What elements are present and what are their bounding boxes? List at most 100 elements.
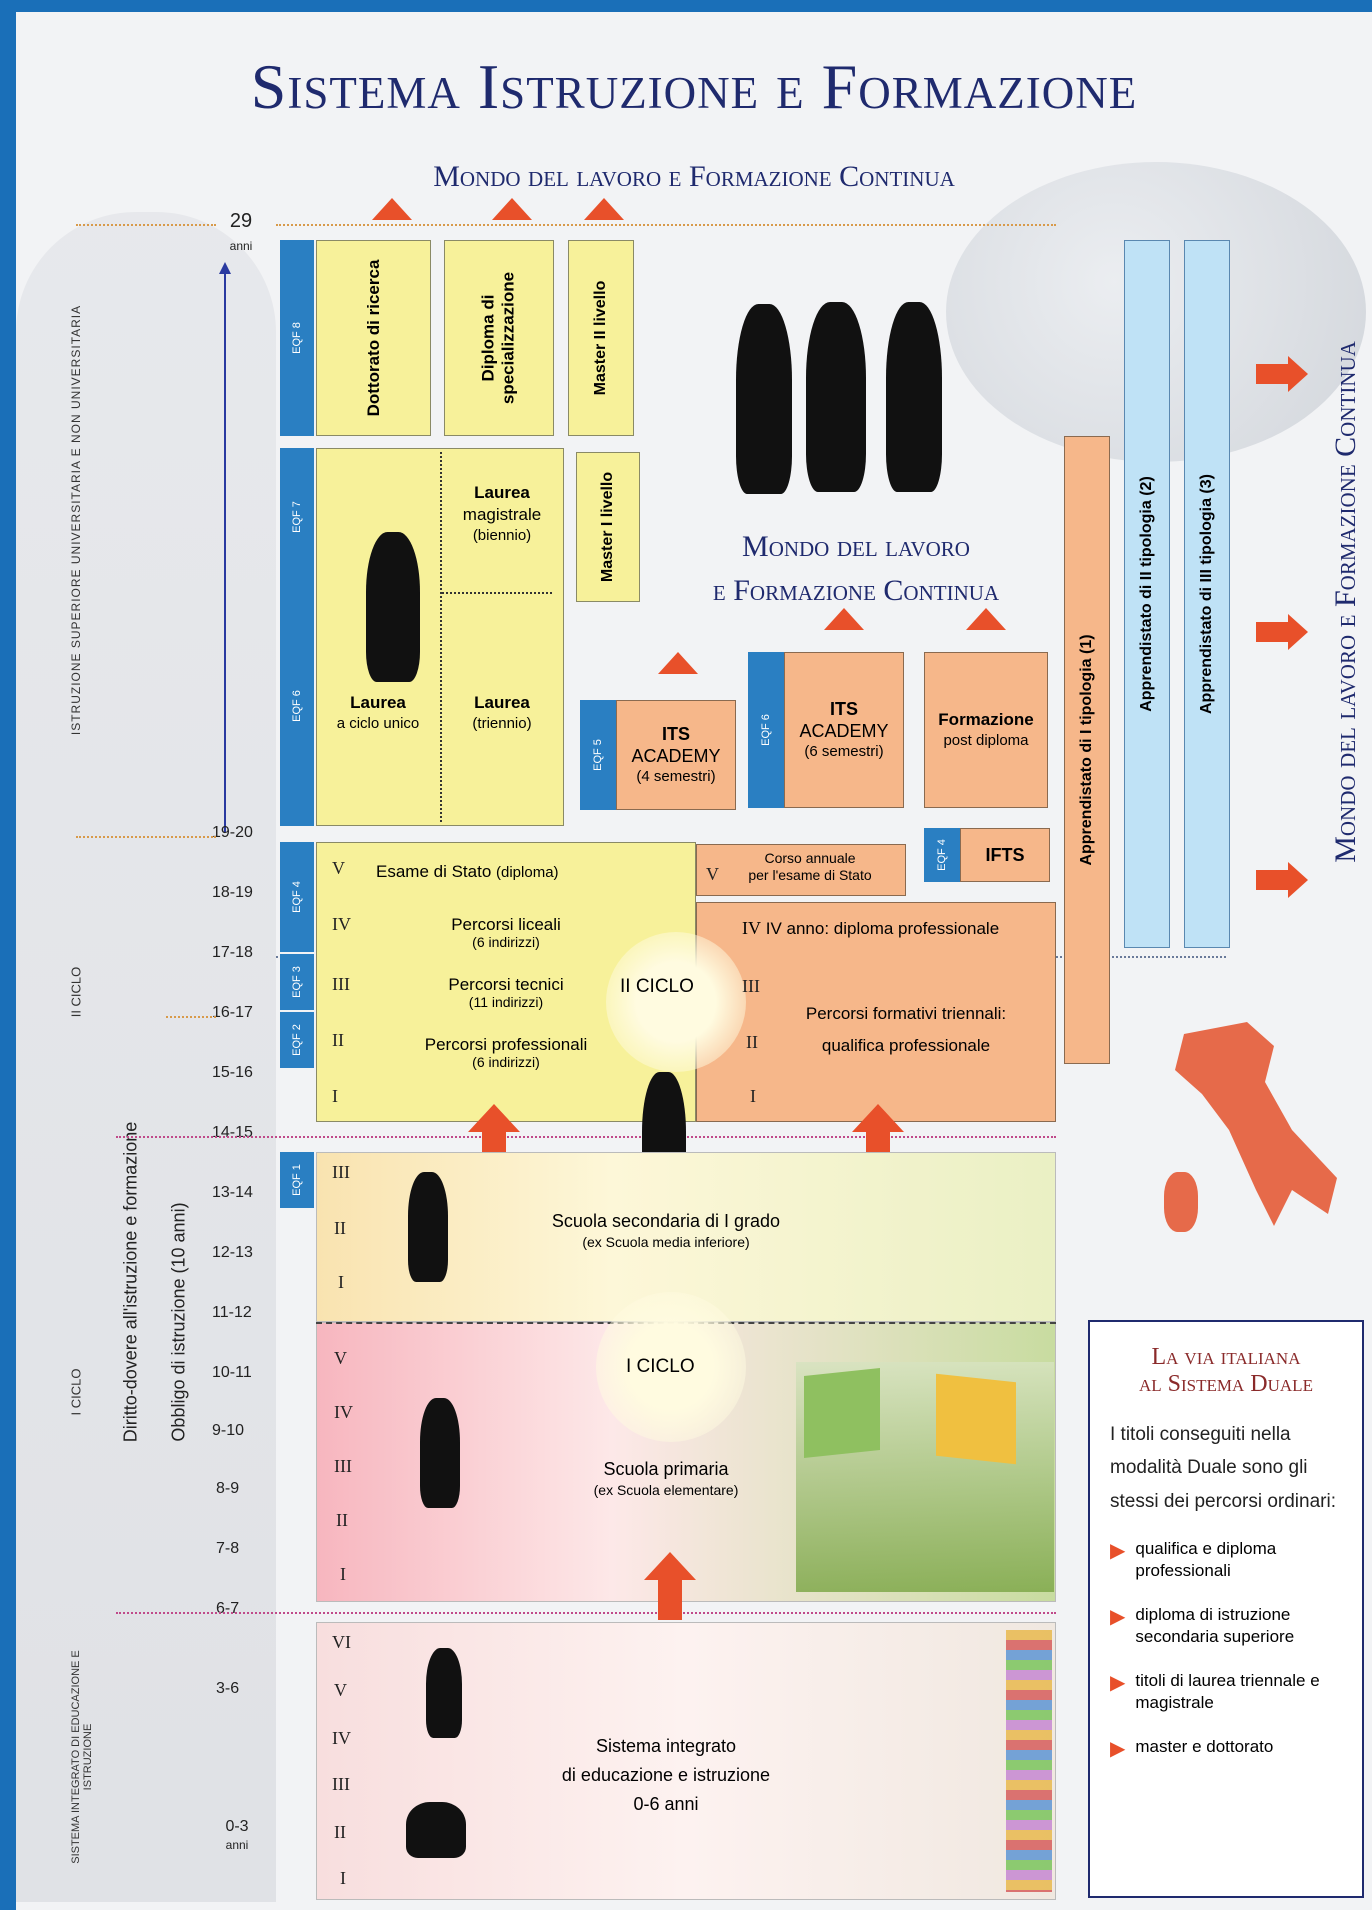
right-arrow-2 — [1256, 622, 1290, 642]
eqf-5-tab: EQF 5 — [580, 700, 616, 810]
label-superiore: ISTRUZIONE SUPERIORE UNIVERSITARIA E NON… — [69, 304, 83, 736]
bullet-arrow-icon: ▶ — [1110, 1738, 1126, 1761]
eqf-4-tab: EQF 4 — [280, 842, 314, 952]
apprendistato-ii-tipologia: Apprendistato di II tipologia (2) — [1124, 240, 1170, 948]
ii-ciclo-orange-box — [696, 902, 1056, 1122]
master-ii-livello-box: Master II livello — [568, 240, 634, 436]
i-ciclo-glow — [596, 1292, 746, 1442]
age-13-14: 13-14 — [212, 1184, 253, 1201]
label-obbligo: Obbligo di istruzione (10 anni) — [168, 1202, 189, 1442]
up-arrow-primaria-stem — [658, 1578, 682, 1620]
apprendistato-iii-tipologia: Apprendistato di III tipologia (3) — [1184, 240, 1230, 948]
eqf-6b-tab: EQF 6 — [748, 652, 784, 808]
apprendistato-i-tipologia: Apprendistato di I tipologia (1) — [1064, 436, 1110, 1064]
percorsi-triennali-label: Percorsi formativi triennali: qualifica … — [805, 1004, 1007, 1056]
corso-annuale-box — [696, 844, 906, 896]
guide-line-29-right — [276, 224, 1056, 226]
roman-ii-tri: II — [746, 1032, 758, 1052]
guide-line-6-7 — [116, 1612, 1056, 1614]
age-12-13: 12-13 — [212, 1244, 253, 1261]
age-11-12: 11-12 — [212, 1304, 252, 1321]
primaria-label: Scuola primaria (ex Scuola elementare) — [593, 1459, 739, 1499]
bullet-arrow-icon: ▶ — [1110, 1539, 1126, 1562]
guide-line-29 — [76, 224, 216, 226]
right-arrow-2-head — [1288, 614, 1308, 650]
roman-vi-int: VI — [332, 1632, 351, 1652]
roman-v-prim: V — [334, 1348, 347, 1368]
laurea-triennio-label: Laurea (triennio) — [472, 693, 532, 733]
toddler-silhouette — [426, 1648, 462, 1738]
laurea-magistrale-label: Laurea magistrale (biennio) — [462, 483, 542, 545]
up-arrow-dottorato — [372, 198, 412, 220]
colored-pencils — [1006, 1630, 1052, 1892]
roman-iii-tri: III — [742, 976, 760, 996]
age-9-10: 9-10 — [212, 1422, 245, 1439]
label-i-ciclo: I CICLO — [68, 1368, 84, 1416]
formazione-post-diploma-box: Formazione post diploma — [924, 652, 1048, 808]
age-16-17: 16-17 — [212, 1004, 253, 1021]
bullet-arrow-icon: ▶ — [1110, 1672, 1126, 1695]
label-integrato: SISTEMA INTEGRATO DI EDUCAZIONE E ISTRUZ… — [70, 1650, 94, 1864]
roman-iv-int: IV — [332, 1728, 351, 1748]
roman-i-sec: I — [338, 1272, 344, 1292]
laurea-divider — [440, 452, 442, 822]
note-item-1: ▶qualifica e diploma professionali — [1110, 1538, 1342, 1582]
roman-iii-sec: III — [332, 1162, 350, 1182]
timeline-arrow — [224, 272, 226, 832]
guide-line-19-20 — [76, 836, 216, 838]
background-silhouette-left — [16, 212, 276, 1902]
roman-v-corso: V — [706, 864, 719, 884]
age-8-9: 8-9 — [216, 1480, 240, 1497]
roman-iii-int: III — [332, 1774, 350, 1794]
roman-ii-prim: II — [336, 1510, 348, 1530]
baby-silhouette — [406, 1802, 466, 1858]
yellow-book — [936, 1373, 1016, 1465]
laurea-ciclo-unico-label: Laurea a ciclo unico — [336, 693, 420, 733]
bullet-arrow-icon: ▶ — [1110, 1605, 1126, 1628]
age-15-16: 15-16 — [212, 1064, 253, 1081]
note-title-2: al Sistema Duale — [1139, 1371, 1313, 1397]
note-item-2: ▶diploma di istruzione secondaria superi… — [1110, 1604, 1342, 1648]
up-arrow-ii-ciclo-right — [852, 1104, 904, 1132]
note-body: I titoli conseguiti nella modalità Duale… — [1110, 1424, 1336, 1512]
note-title-1: La via italiana — [1151, 1344, 1301, 1370]
dottorato-box: Dottorato di ricerca — [316, 240, 431, 436]
age-10-11: 10-11 — [212, 1364, 252, 1381]
up-arrow-master2 — [584, 198, 624, 220]
page-title: Sistema Istruzione e Formazione — [250, 51, 1138, 122]
business-people-silhouette-1 — [736, 304, 792, 494]
top-banner: Mondo del lavoro e Formazione Continua — [433, 160, 955, 193]
eqf-2-tab: EQF 2 — [280, 1012, 314, 1068]
business-people-silhouette-2 — [806, 302, 866, 492]
roman-i-prim: I — [340, 1564, 346, 1584]
iv-anno-label: IV IV anno: diploma professionale — [742, 918, 1000, 938]
timeline-arrow-head — [219, 262, 231, 274]
roman-iii-prim: III — [334, 1456, 352, 1476]
up-arrow-its4 — [658, 652, 698, 674]
guide-line-14-15 — [116, 1136, 1056, 1138]
roman-v-ii: V — [332, 858, 345, 878]
roman-i-int: I — [340, 1868, 346, 1888]
sistema-duale-note: La via italiana al Sistema Duale I titol… — [1088, 1320, 1364, 1898]
roman-iii-ii: III — [332, 974, 350, 994]
up-arrow-its6 — [824, 608, 864, 630]
roman-iv-prim: IV — [334, 1402, 353, 1422]
age-7-8: 7-8 — [216, 1540, 240, 1557]
center-banner-line2: e Formazione Continua — [712, 574, 1000, 607]
green-book — [804, 1368, 880, 1458]
label-diritto-dovere: Diritto-dovere all'istruzione e formazio… — [120, 1121, 141, 1443]
right-arrow-3-head — [1288, 862, 1308, 898]
up-arrow-ii-ciclo-left — [468, 1104, 520, 1132]
percorsi-tecnici-label: Percorsi tecnici (11 indirizzi) — [448, 975, 564, 1010]
eqf-7-tab: EQF 7 — [280, 448, 314, 586]
right-arrow-1 — [1256, 364, 1290, 384]
child-silhouette — [420, 1398, 460, 1508]
ifts-box: IFTS — [960, 828, 1050, 882]
i-ciclo-label: I CICLO — [626, 1356, 695, 1377]
note-item-4: ▶master e dottorato — [1110, 1737, 1274, 1761]
its-academy-4-box: ITS ACADEMY (4 semestri) — [616, 700, 736, 810]
age-3-6: 3-6 — [216, 1680, 240, 1697]
infographic-canvas: Sistema Istruzione e Formazione Mondo de… — [16, 12, 1372, 1910]
